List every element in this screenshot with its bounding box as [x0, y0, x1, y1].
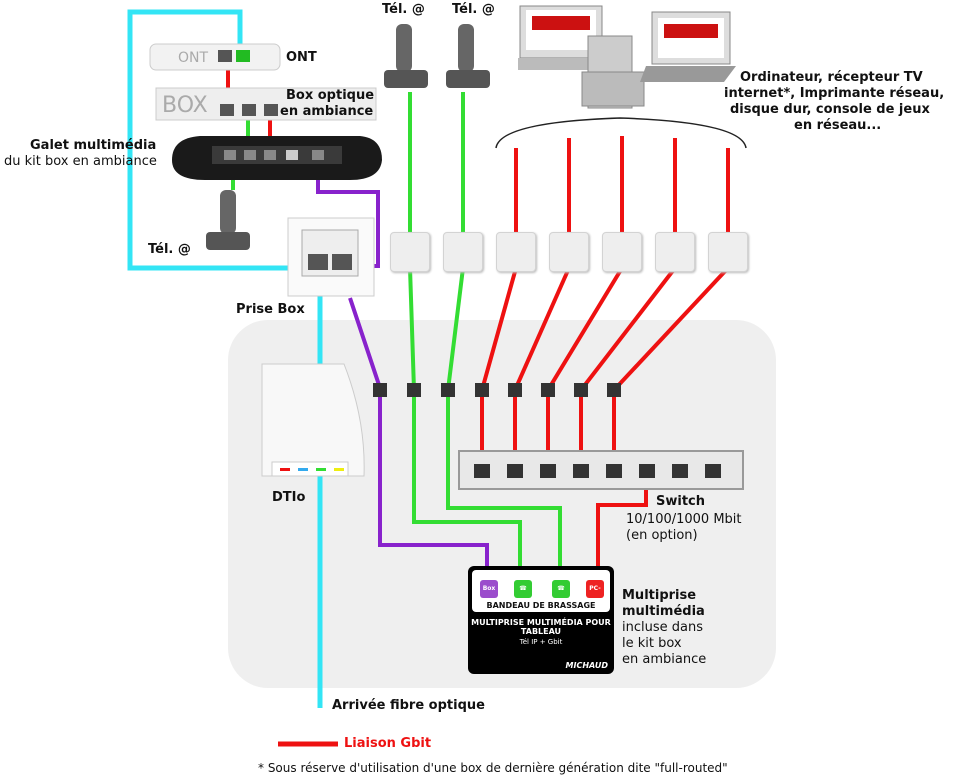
- multiprise-label-4: le kit box: [622, 636, 682, 651]
- ont-device: [149, 43, 281, 71]
- phone-port-icon: ☎: [514, 580, 532, 598]
- en-ambiance-label: en ambiance: [280, 104, 374, 119]
- dtio-device: [261, 363, 365, 477]
- devices-label-3: disque dur, console de jeux: [730, 102, 930, 117]
- switch-speed: 10/100/1000 Mbit: [626, 512, 742, 527]
- box-optique-label: Box optique: [286, 88, 375, 103]
- switch-port: [573, 464, 589, 478]
- multiprise-label-1: Multiprise: [622, 588, 697, 603]
- multiprise-title: MULTIPRISE MULTIMÉDIA POUR TABLEAU: [471, 618, 611, 636]
- switch-port: [540, 464, 556, 478]
- multiprise-label-2: multimédia: [622, 604, 705, 619]
- phone-2: [446, 24, 490, 88]
- phone-1: [384, 24, 428, 88]
- prise-box-socket: [287, 217, 375, 297]
- computers-illustration: [518, 5, 736, 109]
- devices-label-4: en réseau...: [794, 118, 882, 133]
- switch-port: [606, 464, 622, 478]
- tel-1-label: Tél. @: [382, 2, 425, 17]
- wall-socket: [390, 232, 430, 272]
- legend-gbit: Liaison Gbit: [344, 736, 432, 751]
- galet-title: Galet multimédia: [30, 138, 157, 153]
- patch-connectors: [373, 383, 621, 397]
- tel-2-label: Tél. @: [452, 2, 495, 17]
- ont-device-text: ONT: [178, 50, 209, 66]
- wall-socket: [496, 232, 536, 272]
- wall-socket: [708, 232, 748, 272]
- switch-port: [639, 464, 655, 478]
- multiprise-label-5: en ambiance: [622, 652, 707, 667]
- box-device-text: BOX: [162, 93, 208, 118]
- switch-port: [672, 464, 688, 478]
- box-port-icon: Box: [480, 580, 498, 598]
- tel-left-label: Tél. @: [148, 242, 191, 257]
- prise-box-label: Prise Box: [236, 302, 305, 317]
- galet-subtitle: du kit box en ambiance: [4, 154, 157, 169]
- phone-cables: [231, 92, 562, 572]
- phone-left: [206, 190, 250, 250]
- ont-label: ONT: [286, 50, 317, 65]
- galet-device: [172, 136, 382, 180]
- wall-socket: [443, 232, 483, 272]
- switch-title: Switch: [656, 494, 706, 509]
- switch-option: (en option): [626, 528, 698, 543]
- wall-socket: [655, 232, 695, 272]
- devices-brace: [495, 117, 747, 149]
- pc-tv-port-icon: PC-TV: [586, 580, 604, 610]
- multiprise-subtitle: Tél IP + Gbit: [519, 638, 563, 646]
- patch-band: Box ☎ ☎ PC-TV BANDEAU DE BRASSAGE: [472, 570, 610, 612]
- multiprise-label-3: incluse dans: [622, 620, 703, 635]
- brand-logo: MICHAUD: [565, 661, 608, 670]
- dtio-label: DTIo: [272, 490, 306, 505]
- bandeau-label: BANDEAU DE BRASSAGE: [486, 601, 596, 610]
- switch-port: [474, 464, 490, 478]
- switch-port: [705, 464, 721, 478]
- wall-socket: [549, 232, 589, 272]
- devices-label-1: Ordinateur, récepteur TV: [740, 70, 923, 85]
- fibre-label: Arrivée fibre optique: [332, 698, 485, 713]
- wall-socket: [602, 232, 642, 272]
- box-device: [155, 87, 377, 121]
- devices-label-2: internet*, Imprimante réseau,: [724, 86, 945, 101]
- footnote: * Sous réserve d'utilisation d'une box d…: [258, 761, 728, 775]
- phone-port-icon: ☎: [552, 580, 570, 598]
- multiprise-panel: Box ☎ ☎ PC-TV BANDEAU DE BRASSAGE MULTIP…: [468, 566, 614, 674]
- network-switch: [458, 450, 744, 490]
- switch-port: [507, 464, 523, 478]
